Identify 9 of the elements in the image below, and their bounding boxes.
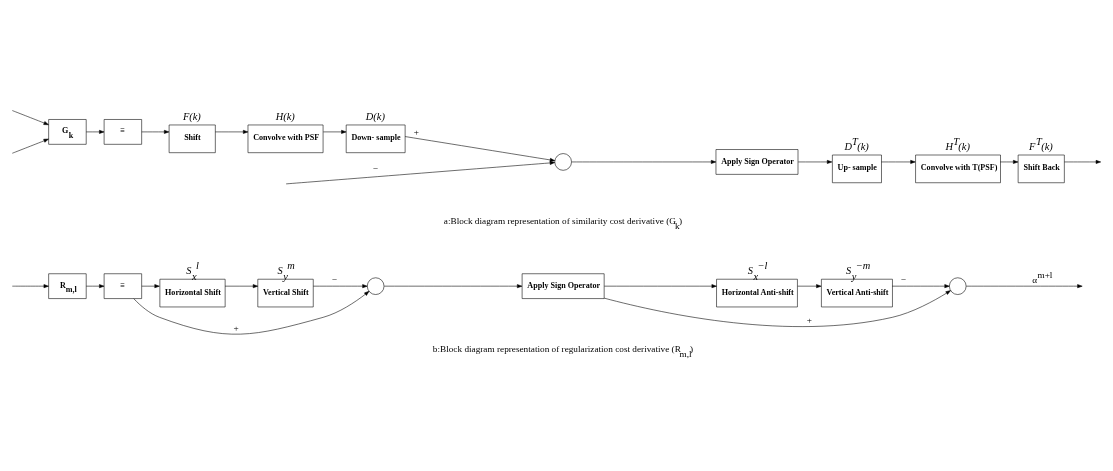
edge-label: + — [413, 127, 420, 138]
edge-label: − — [372, 163, 378, 174]
node-label: F(k) — [182, 110, 201, 122]
edge-label: + — [806, 315, 812, 326]
edge-label: − — [900, 275, 907, 286]
edge-label: − — [331, 275, 337, 286]
node-label: D(k) — [365, 110, 385, 122]
edge-label: + — [233, 323, 239, 334]
node-label: H(k) — [275, 110, 295, 122]
